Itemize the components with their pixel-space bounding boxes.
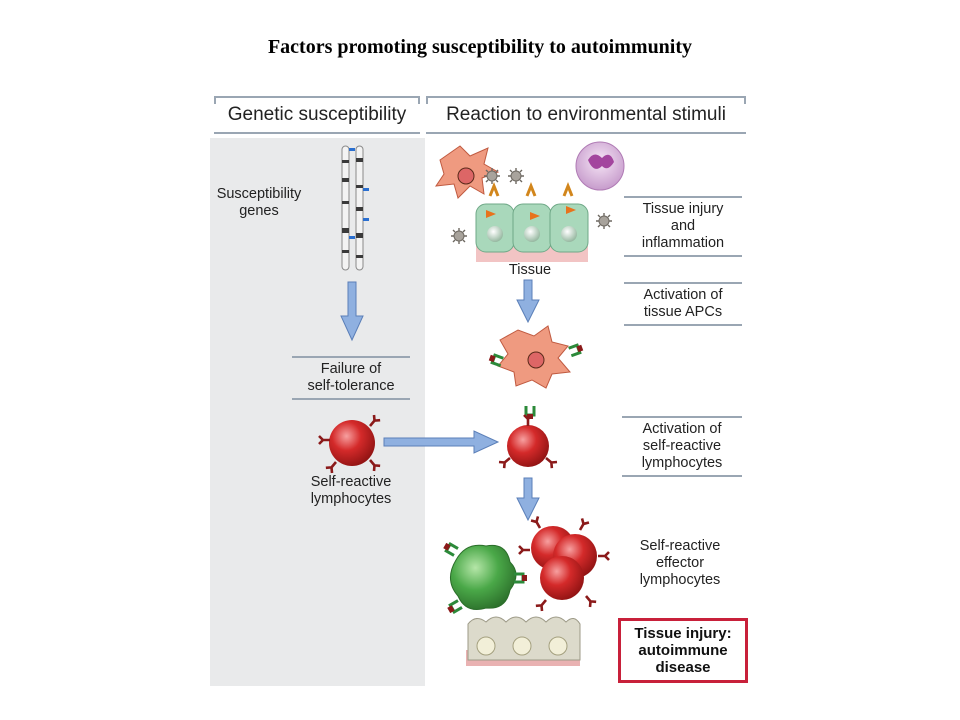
label-effector-lymphocytes: Self-reactive effector lymphocytes	[639, 538, 721, 588]
label-activation-tissue-apcs: Activation of tissue APCs	[624, 282, 742, 326]
genetic-panel-background	[210, 138, 425, 686]
chromosome-pair	[341, 145, 369, 271]
label-tissue-injury-inflammation: Tissue injury and inflammation	[624, 196, 742, 257]
label-activation-self-reactive: Activation of self-reactive lymphocytes	[622, 416, 742, 477]
apc-nucleus-top	[457, 167, 475, 185]
label-susceptibility-genes: Susceptibility genes	[216, 186, 302, 219]
macrophage-cell	[450, 544, 517, 610]
label-failure-self-tolerance: Failure of self-tolerance	[292, 356, 410, 400]
activated-lymphocyte	[507, 425, 549, 467]
flow-arrows	[340, 279, 540, 522]
damaged-tissue	[466, 616, 581, 666]
header-environmental-stimuli: Reaction to environmental stimuli	[426, 96, 746, 134]
self-reactive-lymphocyte-left	[329, 420, 375, 466]
tissue-cells	[475, 181, 589, 262]
effector-lymphocytes	[517, 515, 611, 613]
label-autoimmune-disease: Tissue injury: autoimmune disease	[618, 618, 748, 683]
header-genetic-susceptibility: Genetic susceptibility	[214, 96, 420, 134]
page-title: Factors promoting susceptibility to auto…	[267, 36, 693, 58]
apc-nucleus-activated	[527, 351, 545, 369]
label-tissue: Tissue	[508, 262, 552, 278]
label-self-reactive-lymphocytes: Self-reactive lymphocytes	[310, 474, 392, 507]
neutrophil-nucleus	[588, 154, 614, 169]
